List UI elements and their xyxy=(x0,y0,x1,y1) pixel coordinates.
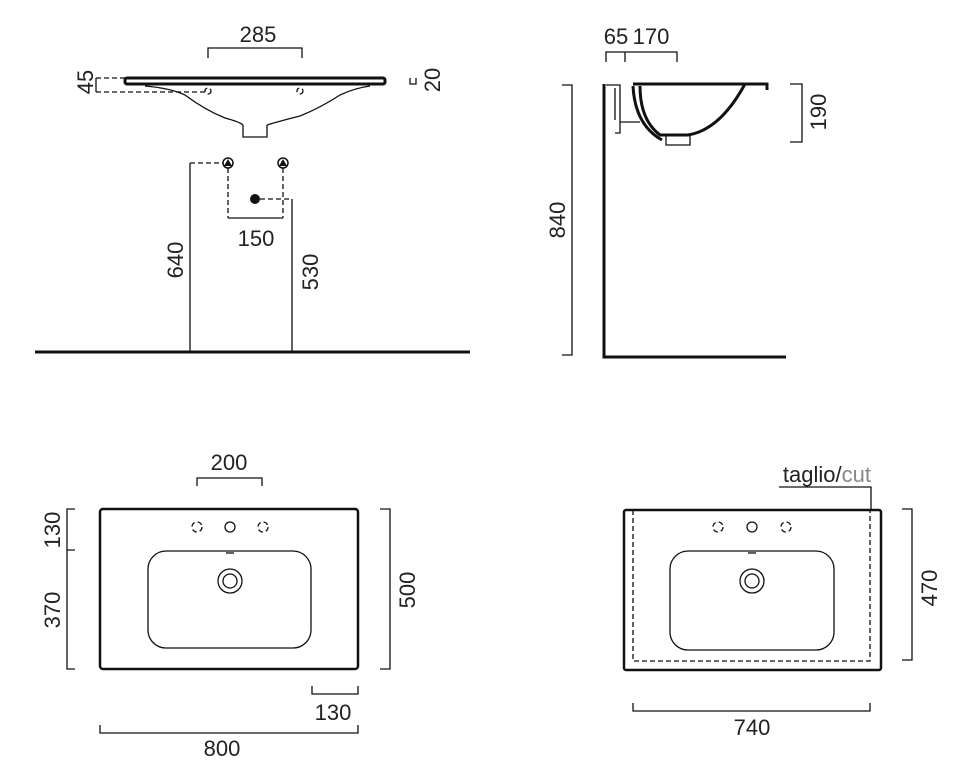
dim-500: 500 xyxy=(395,572,420,609)
dim-65: 65 xyxy=(604,24,628,49)
dim-130-side: 130 xyxy=(315,700,352,725)
dim-285: 285 xyxy=(240,22,277,47)
dim-200: 200 xyxy=(211,450,248,475)
waste-outlet-icon xyxy=(250,194,260,204)
dim-190: 190 xyxy=(806,94,831,131)
dim-640: 640 xyxy=(163,242,188,279)
drain-outlet xyxy=(242,125,268,138)
side-elevation: 65 170 840 190 xyxy=(545,24,831,359)
drain-icon xyxy=(739,568,765,594)
bowl-outline xyxy=(147,550,312,649)
front-elevation: 285 45 20 150 640 530 xyxy=(35,22,470,354)
dim-800: 800 xyxy=(204,736,241,761)
cut-line xyxy=(632,510,871,662)
dim-470: 470 xyxy=(917,570,942,607)
dim-130-back: 130 xyxy=(40,512,65,549)
tap-hole xyxy=(224,521,236,533)
basin-rim xyxy=(123,76,387,86)
wall-and-floor xyxy=(602,84,786,359)
bowl-outline xyxy=(669,550,835,651)
dim-740: 740 xyxy=(734,715,771,740)
dim-170: 170 xyxy=(633,24,670,49)
basin-outline xyxy=(98,507,360,671)
dim-45: 45 xyxy=(73,70,98,94)
drain-icon xyxy=(217,568,243,594)
dim-370: 370 xyxy=(40,592,65,629)
plan-view: 200 130 370 500 130 800 xyxy=(40,450,420,761)
cut-view: taglio/cut 470 740 xyxy=(622,462,942,740)
dim-840: 840 xyxy=(545,202,570,239)
cut-label: taglio/cut xyxy=(783,462,871,487)
dim-20: 20 xyxy=(420,68,445,92)
dim-150: 150 xyxy=(238,226,275,251)
basin-outline xyxy=(622,508,883,672)
dim-530: 530 xyxy=(298,254,323,291)
